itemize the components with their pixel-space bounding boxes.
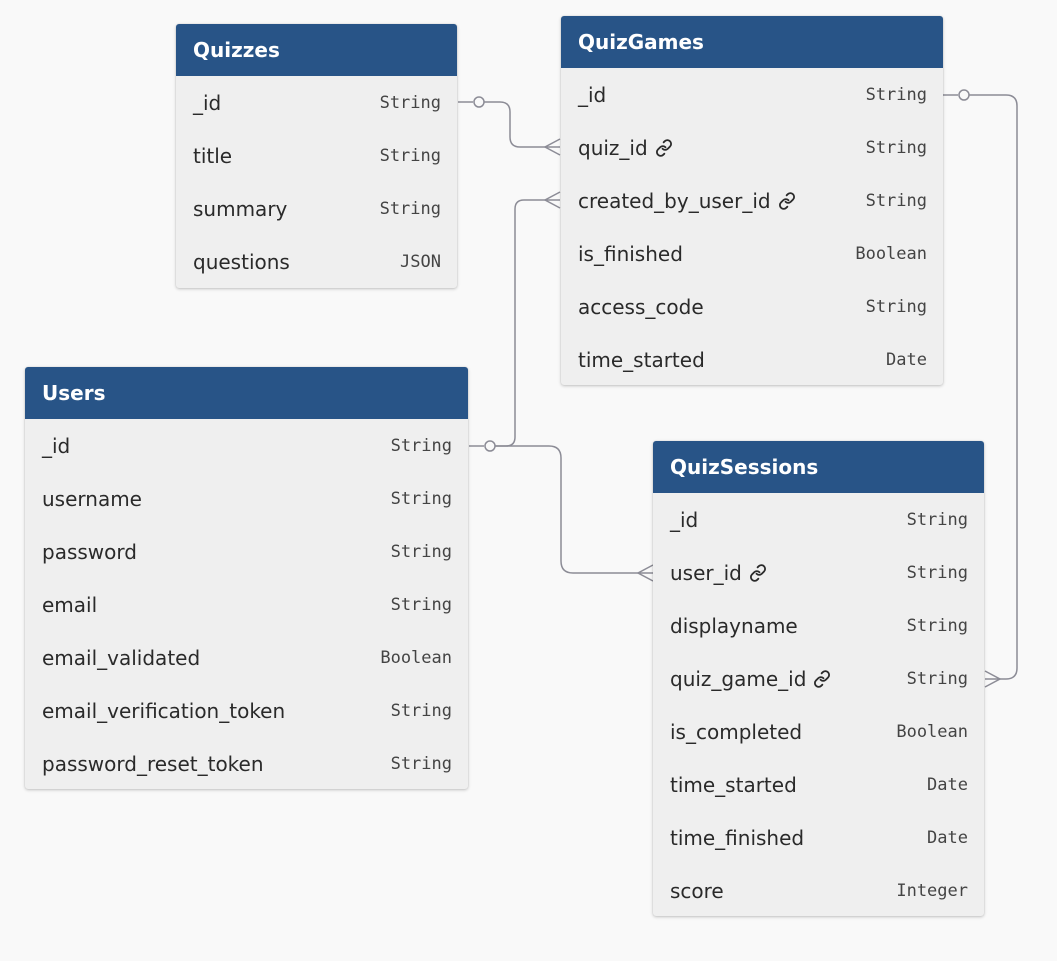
quizgames-table[interactable]: QuizGames _id String quiz_id String crea… xyxy=(561,16,943,385)
field-type: Boolean xyxy=(896,721,968,742)
field-name: user_id xyxy=(670,561,767,585)
field-type: String xyxy=(379,198,441,219)
field-name-text: created_by_user_id xyxy=(578,188,771,213)
quizzes-table[interactable]: Quizzes _id String title String summary … xyxy=(176,24,457,288)
field-name: questions xyxy=(193,249,290,274)
field-name: email xyxy=(42,592,98,617)
field-type: String xyxy=(906,615,968,636)
field-row[interactable]: user_id String xyxy=(653,546,984,599)
field-row[interactable]: _id String xyxy=(176,76,457,129)
field-name-text: quiz_id xyxy=(578,135,648,160)
connector-users-id-to-quizgames-created-by-user-id xyxy=(469,191,561,452)
field-type: String xyxy=(390,435,452,456)
link-icon xyxy=(778,191,795,210)
quizsessions-table-header: QuizSessions xyxy=(653,441,984,493)
field-type: Date xyxy=(927,774,968,795)
field-type: Integer xyxy=(896,880,968,901)
field-type: String xyxy=(865,137,927,158)
link-icon xyxy=(814,669,831,688)
connector-quizzes-id-to-quizgames-quiz-id xyxy=(458,96,561,156)
field-name: quiz_game_id xyxy=(670,667,831,691)
field-name: is_completed xyxy=(670,719,803,744)
quizsessions-table[interactable]: QuizSessions _id String user_id String d… xyxy=(653,441,984,916)
field-name: _id xyxy=(42,433,71,458)
field-row[interactable]: email String xyxy=(25,578,468,631)
field-row[interactable]: created_by_user_id String xyxy=(561,174,943,227)
field-type: Boolean xyxy=(855,243,927,264)
field-name: password xyxy=(42,539,137,564)
field-type: Date xyxy=(886,349,927,370)
field-type: String xyxy=(906,668,968,689)
field-type: String xyxy=(906,509,968,530)
field-name: access_code xyxy=(578,294,704,319)
field-name-text: _id xyxy=(578,82,607,107)
field-type: String xyxy=(865,190,927,211)
field-type: String xyxy=(865,84,927,105)
field-type: String xyxy=(379,145,441,166)
field-row[interactable]: quiz_id String xyxy=(561,121,943,174)
field-row[interactable]: is_finished Boolean xyxy=(561,227,943,280)
field-row[interactable]: _id String xyxy=(561,68,943,121)
field-row[interactable]: time_finished Date xyxy=(653,811,984,864)
field-row[interactable]: is_completed Boolean xyxy=(653,705,984,758)
field-name: time_finished xyxy=(670,825,805,850)
field-row[interactable]: access_code String xyxy=(561,280,943,333)
field-type: String xyxy=(390,700,452,721)
quizzes-table-header: Quizzes xyxy=(176,24,457,76)
link-icon xyxy=(749,563,766,582)
field-name: email_verification_token xyxy=(42,698,286,723)
users-table-header: Users xyxy=(25,367,468,419)
field-type: String xyxy=(865,296,927,317)
field-row[interactable]: password String xyxy=(25,525,468,578)
field-row[interactable]: time_started Date xyxy=(561,333,943,385)
field-row[interactable]: displayname String xyxy=(653,599,984,652)
field-type: String xyxy=(379,92,441,113)
field-name: _id xyxy=(578,83,606,107)
field-name: quiz_id xyxy=(578,136,673,160)
connector-users-id-to-quizsessions-user-id xyxy=(495,445,654,582)
field-name: username xyxy=(42,486,142,511)
field-row[interactable]: score Integer xyxy=(653,864,984,916)
field-name: score xyxy=(670,878,724,903)
field-type: JSON xyxy=(400,251,441,272)
field-name: _id xyxy=(670,507,699,532)
field-row[interactable]: username String xyxy=(25,472,468,525)
field-name: email_validated xyxy=(42,645,201,670)
field-row[interactable]: _id String xyxy=(25,419,468,472)
connector-quizgames-id-to-quizsessions-quiz-game-id xyxy=(943,89,1018,688)
quizgames-table-header: QuizGames xyxy=(561,16,943,68)
field-row[interactable]: quiz_game_id String xyxy=(653,652,984,705)
field-type: Date xyxy=(927,827,968,848)
field-name-text: quiz_game_id xyxy=(670,666,807,691)
field-type: String xyxy=(906,562,968,583)
field-name: time_started xyxy=(670,772,797,797)
field-name: is_finished xyxy=(578,241,683,266)
field-row[interactable]: questions JSON xyxy=(176,235,457,288)
field-row[interactable]: title String xyxy=(176,129,457,182)
field-row[interactable]: email_verification_token String xyxy=(25,684,468,737)
field-name: displayname xyxy=(670,613,798,638)
field-name: _id xyxy=(193,90,222,115)
field-name: title xyxy=(193,143,233,168)
field-name: time_started xyxy=(578,347,705,372)
field-row[interactable]: _id String xyxy=(653,493,984,546)
users-table[interactable]: Users _id String username String passwor… xyxy=(25,367,468,789)
field-name: summary xyxy=(193,196,288,221)
field-row[interactable]: time_started Date xyxy=(653,758,984,811)
field-type: Boolean xyxy=(380,647,452,668)
field-type: String xyxy=(390,753,452,774)
field-row[interactable]: summary String xyxy=(176,182,457,235)
field-type: String xyxy=(390,541,452,562)
field-name: password_reset_token xyxy=(42,751,264,776)
field-type: String xyxy=(390,488,452,509)
field-name-text: user_id xyxy=(670,560,742,585)
field-name: created_by_user_id xyxy=(578,189,796,213)
field-row[interactable]: email_validated Boolean xyxy=(25,631,468,684)
field-row[interactable]: password_reset_token String xyxy=(25,737,468,789)
field-type: String xyxy=(390,594,452,615)
link-icon xyxy=(655,138,672,157)
